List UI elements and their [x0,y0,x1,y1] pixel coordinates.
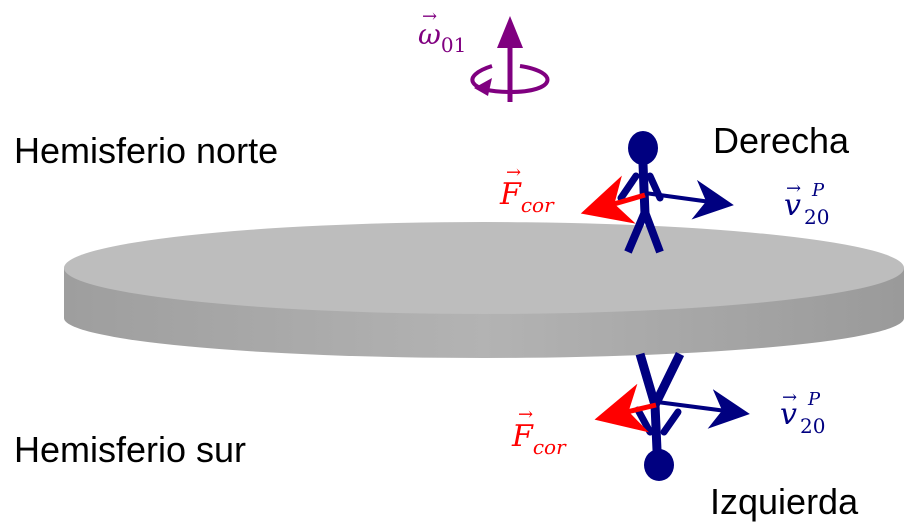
force-subscript-north: cor [521,193,555,217]
velocity-subscript-north: 20 [804,205,829,229]
label-right: Derecha [713,120,850,161]
omega-rotation-icon [472,16,547,102]
velocity-superscript-north: P [811,180,825,201]
label-south: Hemisferio sur [14,429,246,470]
force-label-north: Fcor → [499,162,555,217]
svg-text:→: → [782,387,797,408]
force-subscript-south: cor [533,435,567,459]
omega-subscript: 01 [441,33,466,57]
omega-vector-arrow: → [422,6,437,27]
velocity-arrow-south [657,402,734,412]
svg-text:Fcor: Fcor [511,419,567,459]
rotating-disk [64,222,904,358]
velocity-label-south: v → P 20 [780,387,825,438]
svg-text:Fcor: Fcor [499,177,555,217]
svg-text:→: → [786,178,801,199]
label-left: Izquierda [710,481,859,522]
velocity-arrow-north [645,193,718,203]
force-arrow-south [614,405,656,415]
velocity-label-north: v → P 20 [784,178,829,229]
svg-text:→: → [506,162,521,183]
person-south [638,354,680,481]
velocity-subscript-south: 20 [800,414,825,438]
force-label-south: Fcor → [511,404,567,459]
label-north: Hemisferio norte [14,130,278,171]
svg-text:→: → [518,404,533,425]
velocity-superscript-south: P [807,389,821,410]
